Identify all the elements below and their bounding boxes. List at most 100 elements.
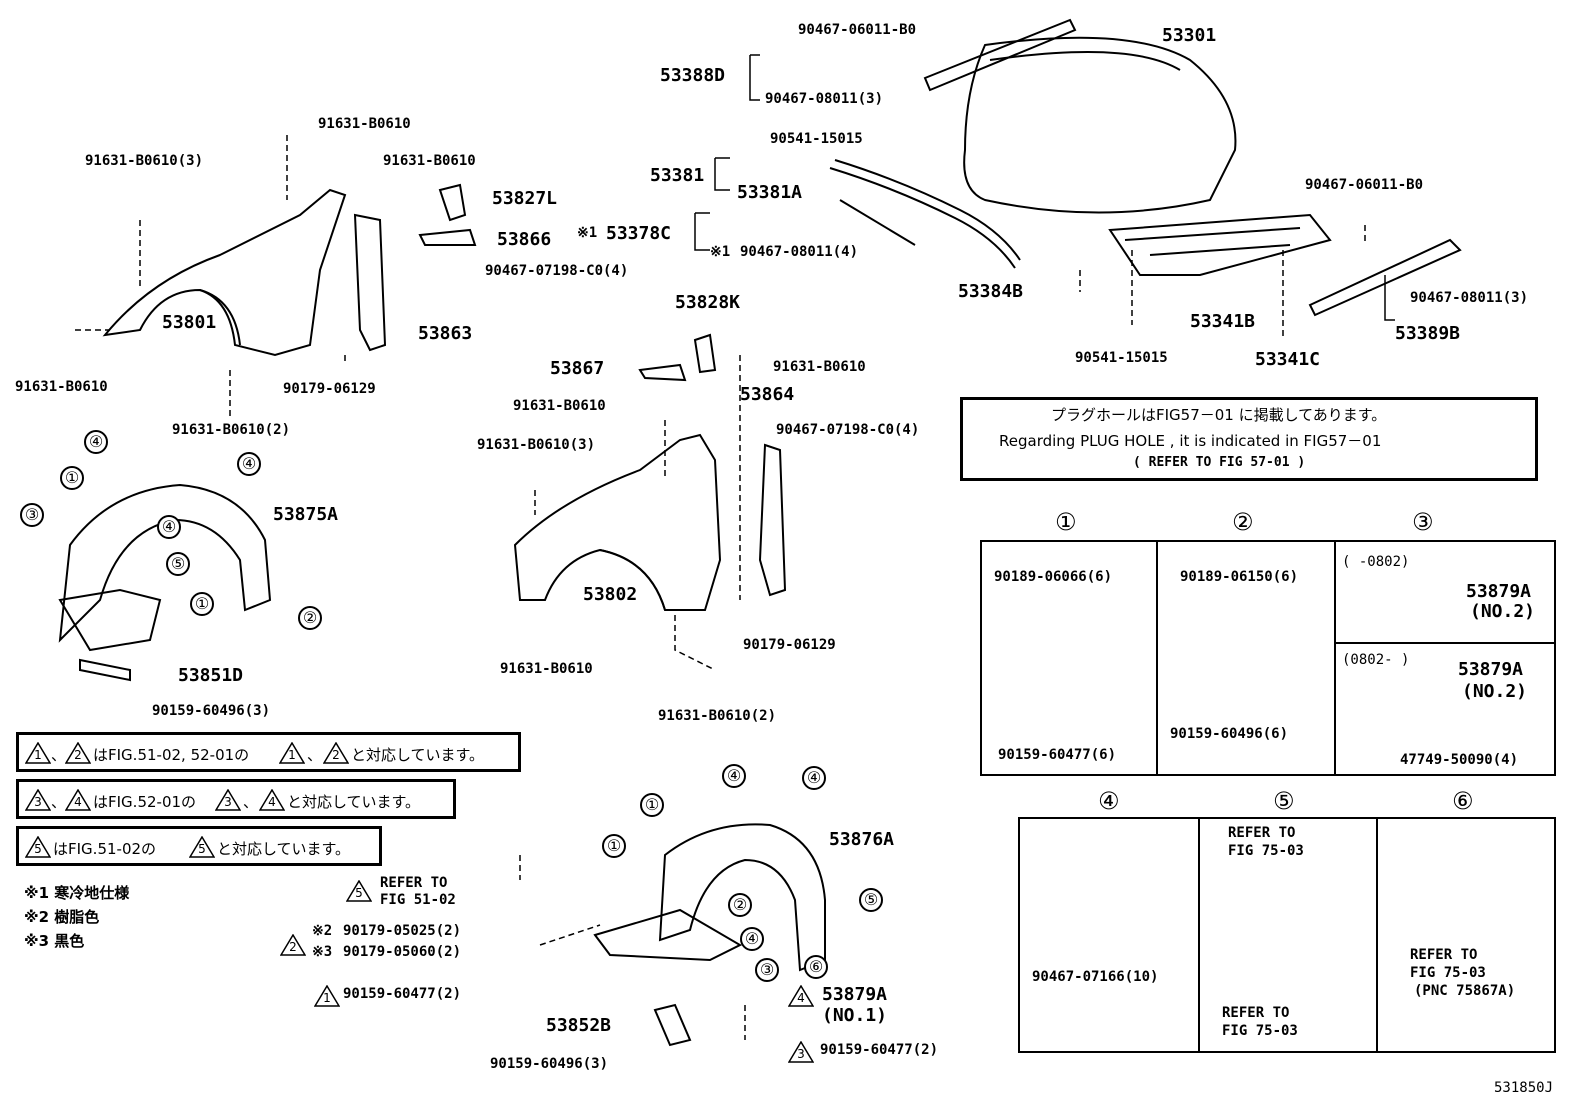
refer-text: REFER TO [1222,1005,1290,1021]
part-label: 90179-06129 [743,637,836,653]
callout-1: ① [60,466,84,490]
triangle-2-icon: 2 [323,742,349,764]
callout-4: ④ [740,927,764,951]
refer-text: REFER TO [1228,825,1296,841]
callout-2: ② [298,606,322,630]
part-label: 53851D [178,665,244,686]
date-range: (0802- ) [1342,652,1410,668]
hood-illustration [963,36,1332,276]
detail-panel-3: ( -0802) 53879A (NO.2) (0802- ) 53879A (… [1334,540,1556,776]
callout-1: ① [602,834,626,858]
date-range: ( -0802) [1342,554,1410,570]
part-label: 90159-60496(3) [490,1056,609,1072]
footnote: ※2 樹脂色 [24,908,100,926]
part-label: 91631-B0610 [15,379,108,395]
part-label: 53876A [829,829,895,850]
part-label: 53875A [273,504,339,525]
detail-header: ⑤ [1273,787,1295,815]
part-label: 53828K [675,292,741,313]
triangle-3-icon: 3 [25,789,51,811]
detail-panel-2: 90189-06150(6) 90159-60496(6) [1156,540,1336,776]
part-label: 91631-B0610 [513,398,606,414]
triangle-3-icon: 3 [788,1041,814,1063]
refer-text: (PNC 75867A) [1414,983,1516,999]
callout-4: ④ [84,430,108,454]
triangle-1-icon: 1 [314,985,340,1007]
triangle-4-icon: 4 [788,985,814,1007]
part-label: 90159-60477(6) [998,747,1117,763]
part-label: 53389B [1395,323,1461,344]
part-label: 53879A [1458,659,1524,680]
callout-1: ① [640,793,664,817]
detail-panel-5: REFER TO FIG 75-03 REFER TO FIG 75-03 [1198,817,1378,1053]
part-label: 90467-08011(3) [765,91,884,107]
note-box-1: 1 、 2 はFIG.51-02, 52-01の 1 、 2 と対応しています。 [16,732,521,772]
part-label: 53388D [660,65,726,86]
callout-4: ④ [722,764,746,788]
part-label: 53301 [1162,25,1217,46]
callout-5: ⑤ [166,552,190,576]
part-label: (NO.1) [822,1005,888,1026]
part-label: 90541-15015 [770,131,863,147]
detail-header: ① [1055,508,1077,536]
part-label: 90179-05025(2) [343,923,462,939]
part-label: (NO.2) [1462,681,1528,702]
detail-panel-1: 90189-06066(6) 90159-60477(6) [980,540,1158,776]
part-label: 53384B [958,281,1024,302]
callout-2: ② [728,893,752,917]
notice-line-3: ( REFER TO FIG 57-01 ) [1133,455,1306,470]
callout-1: ① [190,592,214,616]
footnote: ※1 寒冷地仕様 [24,884,130,902]
part-label: 90179-05060(2) [343,944,462,960]
detail-panel-6: REFER TO FIG 75-03 (PNC 75867A) [1376,817,1556,1053]
left-liner-illustration [58,483,272,682]
part-label: 53879A [1466,581,1532,602]
part-label: 53802 [583,584,638,605]
part-label: 53863 [418,323,473,344]
part-label: 53866 [497,229,552,250]
part-label: 91631-B0610(3) [477,437,596,453]
part-label: 53864 [740,384,795,405]
part-label: 90541-15015 [1075,350,1168,366]
leader-lines [75,135,1366,1040]
part-label: 91631-B0610(2) [172,422,291,438]
triangle-2-icon: 2 [280,934,306,956]
refer-text: FIG 51-02 [380,892,456,908]
detail-header: ⑥ [1452,787,1474,815]
hood-weatherstrips [829,18,1462,317]
note-box-2: 3 、 4 はFIG.52-01の 3 、 4 と対応しています。 [16,779,456,819]
part-label: 90467-07166(10) [1032,969,1159,985]
panel-divider [1336,642,1556,644]
part-label: 91631-B0610(3) [85,153,204,169]
part-label: 90467-07198-C0(4) [485,263,629,279]
detail-header: ② [1232,508,1254,536]
triangle-1-icon: 1 [25,742,51,764]
part-label: 53879A [822,984,888,1005]
detail-panel-4: 90467-07166(10) [1018,817,1200,1053]
part-label: 53852B [546,1015,612,1036]
part-label: 91631-B0610 [773,359,866,375]
notice-line-2: Regarding PLUG HOLE , it is indicated in… [999,432,1382,450]
callout-6: ⑥ [804,955,828,979]
part-label: 53341B [1190,311,1256,332]
triangle-4-icon: 4 [259,789,285,811]
part-label: 90467-08011(3) [1410,290,1529,306]
spec-mark: ※1 [577,225,598,241]
part-label: 53867 [550,358,605,379]
triangle-1-icon: 1 [279,742,305,764]
part-label: 91631-B0610 [318,116,411,132]
callout-4: ④ [237,452,261,476]
part-label: 91631-B0610 [500,661,593,677]
part-label: 90159-60477(2) [343,986,462,1002]
notice-line-1: プラグホールはFIG57－01 に掲載してあります。 [1051,406,1387,424]
detail-header: ③ [1412,508,1434,536]
part-label: 91631-B0610(2) [658,708,777,724]
part-label: 53378C [606,223,672,244]
spec-mark: ※2 [312,923,333,939]
part-label: 90189-06066(6) [994,569,1113,585]
part-label: 90179-06129 [283,381,376,397]
refer-text: REFER TO [380,875,448,891]
figure-code: 531850J [1494,1080,1554,1096]
